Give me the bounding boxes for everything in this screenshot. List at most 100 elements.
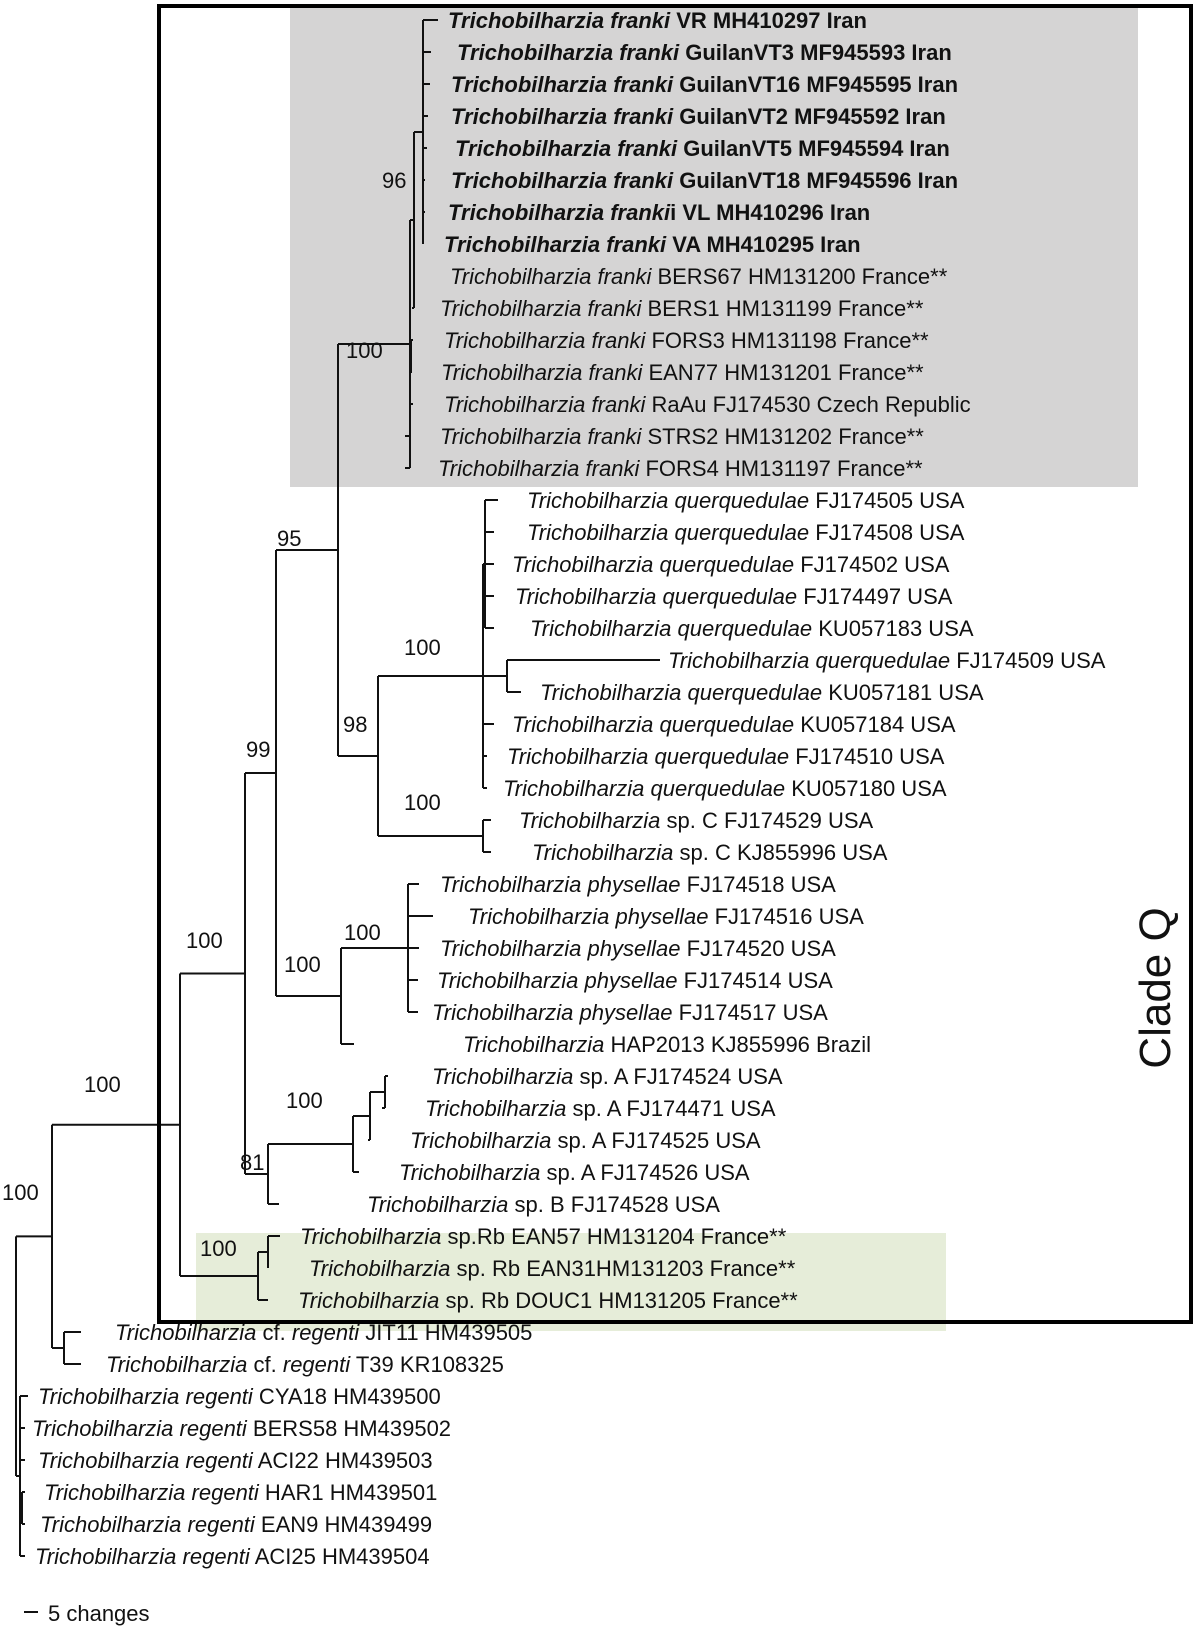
taxon-plain-part: i VL MH410296 Iran (670, 200, 870, 225)
taxon-italic-part: Trichobilharzia (40, 1512, 181, 1537)
taxon-italic-part: querquedulae (653, 712, 794, 737)
taxon-italic-part: franki (604, 200, 671, 225)
taxon-italic-part: Trichobilharzia (451, 72, 607, 97)
taxon-plain-part: ACI22 HM439503 (253, 1448, 433, 1473)
taxon-plain-part: VA MH410295 Iran (666, 232, 860, 257)
taxon-label: Trichobilharzia cf. regenti JIT11 HM4395… (115, 1320, 532, 1345)
taxon-plain-part: sp. Rb EAN31HM131203 France** (450, 1256, 795, 1281)
taxon-label: Trichobilharzia franki BERS1 HM131199 Fr… (440, 296, 924, 321)
taxon-italic-part: Trichobilharzia (115, 1320, 256, 1345)
taxon-italic-part: franki (579, 456, 640, 481)
taxon-plain-part: JIT11 HM439505 (359, 1320, 532, 1345)
taxon-label: Trichobilharzia franki EAN77 HM131201 Fr… (441, 360, 924, 385)
taxon-label: Trichobilharzia franki GuilanVT16 MF9455… (451, 72, 958, 97)
taxon-plain-part: FJ174520 USA (681, 936, 837, 961)
taxon-italic-part: Trichobilharzia (512, 712, 653, 737)
taxon-italic-part: franki (607, 104, 674, 129)
taxon-italic-part: Trichobilharzia (441, 360, 582, 385)
taxon-plain-part: KU057183 USA (812, 616, 974, 641)
taxon-plain-part: FJ174505 USA (809, 488, 965, 513)
taxon-italic-part: querquedulae (668, 488, 809, 513)
taxon-label: Trichobilharzia frankii VL MH410296 Iran (448, 200, 870, 225)
taxon-italic-part: Trichobilharzia (106, 1352, 247, 1377)
taxon-label: Trichobilharzia sp. A FJ174471 USA (425, 1096, 776, 1121)
taxon-label: Trichobilharzia franki GuilanVT3 MF94559… (457, 40, 952, 65)
taxon-italic-part: franki (585, 328, 646, 353)
taxon-italic-part: franki (581, 424, 642, 449)
taxon-italic-part: Trichobilharzia (44, 1480, 185, 1505)
taxon-italic-part: Trichobilharzia (432, 1000, 573, 1025)
taxon-italic-part: Trichobilharzia (444, 232, 600, 257)
taxon-label: Trichobilharzia sp. A FJ174524 USA (432, 1064, 783, 1089)
taxon-plain-part: ACI25 HM439504 (250, 1544, 430, 1569)
taxon-plain-part: FJ174502 USA (794, 552, 950, 577)
taxon-label: Trichobilharzia sp. C FJ174529 USA (519, 808, 874, 833)
taxon-italic-part: franki (607, 72, 674, 97)
taxon-label: Trichobilharzia sp. Rb EAN31HM131203 Fra… (309, 1256, 796, 1281)
taxon-label: Trichobilharzia sp. Rb DOUC1 HM131205 Fr… (298, 1288, 798, 1313)
taxon-italic-part: franki (582, 360, 643, 385)
support-value: 100 (186, 928, 223, 953)
taxon-plain-part: FJ174514 USA (678, 968, 834, 993)
branch-lines (15, 19, 660, 1557)
taxon-italic-part: Trichobilharzia (468, 904, 609, 929)
taxon-plain-part: sp. A FJ174471 USA (566, 1096, 775, 1121)
taxon-plain-part: T39 KR108325 (350, 1352, 504, 1377)
taxon-italic-part: Trichobilharzia (540, 680, 681, 705)
clade-q-box (157, 4, 1193, 1324)
taxon-italic-part: querquedulae (681, 680, 822, 705)
taxon-italic-part: regenti (181, 1512, 255, 1537)
taxon-plain-part: FJ174517 USA (673, 1000, 829, 1025)
support-value: 95 (277, 526, 301, 551)
taxon-plain-part: KU057184 USA (794, 712, 956, 737)
support-value: 100 (344, 920, 381, 945)
taxon-plain-part: cf. (256, 1320, 291, 1345)
taxon-plain-part: RaAu FJ174530 Czech Republic (645, 392, 970, 417)
taxon-plain-part: GuilanVT18 MF945596 Iran (673, 168, 958, 193)
taxon-label: Trichobilharzia physellae FJ174516 USA (468, 904, 864, 929)
taxon-plain-part: CYA18 HM439500 (253, 1384, 441, 1409)
taxon-label: Trichobilharzia querquedulae FJ174509 US… (668, 648, 1106, 673)
taxon-italic-part: Trichobilharzia (437, 968, 578, 993)
taxon-italic-part: Trichobilharzia (32, 1416, 173, 1441)
taxon-italic-part: Trichobilharzia (530, 616, 671, 641)
support-value: 100 (346, 338, 383, 363)
taxon-label: Trichobilharzia physellae FJ174514 USA (437, 968, 833, 993)
taxon-italic-part: Trichobilharzia (448, 8, 604, 33)
taxon-label: Trichobilharzia regenti HAR1 HM439501 (44, 1480, 437, 1505)
taxon-label: Trichobilharzia regenti ACI25 HM439504 (35, 1544, 430, 1569)
taxon-italic-part: Trichobilharzia (451, 104, 607, 129)
taxon-plain-part: BERS58 HM439502 (247, 1416, 451, 1441)
taxon-label: Trichobilharzia franki GuilanVT5 MF94559… (455, 136, 950, 161)
taxon-plain-part: FJ174518 USA (681, 872, 837, 897)
taxon-italic-part: physellae (578, 968, 677, 993)
taxon-italic-part: Trichobilharzia (425, 1096, 566, 1121)
taxon-italic-part: Trichobilharzia (448, 200, 604, 225)
taxon-label: Trichobilharzia querquedulae FJ174497 US… (515, 584, 953, 609)
taxon-italic-part: regenti (173, 1416, 247, 1441)
taxon-italic-part: Trichobilharzia (668, 648, 809, 673)
taxon-italic-part: Trichobilharzia (507, 744, 648, 769)
taxon-italic-part: franki (585, 392, 646, 417)
taxon-italic-part: Trichobilharzia (515, 584, 656, 609)
taxon-plain-part: sp.Rb EAN57 HM131204 France** (441, 1224, 786, 1249)
taxon-label: Trichobilharzia franki BERS67 HM131200 F… (450, 264, 948, 289)
taxon-italic-part: Trichobilharzia (399, 1160, 540, 1185)
taxon-plain-part: sp. A FJ174524 USA (573, 1064, 782, 1089)
taxon-plain-part: sp. C KJ855996 USA (673, 840, 887, 865)
taxon-label: Trichobilharzia sp. A FJ174526 USA (399, 1160, 750, 1185)
taxon-label: Trichobilharzia regenti BERS58 HM439502 (32, 1416, 451, 1441)
support-value: 81 (240, 1150, 264, 1175)
taxon-label: Trichobilharzia franki FORS4 HM131197 Fr… (438, 456, 923, 481)
taxon-plain-part: sp. C FJ174529 USA (660, 808, 873, 833)
taxon-italic-part: franki (613, 40, 680, 65)
taxon-italic-part: Trichobilharzia (309, 1256, 450, 1281)
taxon-plain-part: FJ174497 USA (797, 584, 953, 609)
taxon-label: Trichobilharzia physellae FJ174518 USA (440, 872, 836, 897)
taxon-italic-part: Trichobilharzia (367, 1192, 508, 1217)
clade-label: Clade Q (1131, 907, 1180, 1068)
support-value: 100 (200, 1236, 237, 1261)
taxon-plain-part: EAN77 HM131201 France** (642, 360, 924, 385)
taxon-label: Trichobilharzia regenti CYA18 HM439500 (38, 1384, 441, 1409)
